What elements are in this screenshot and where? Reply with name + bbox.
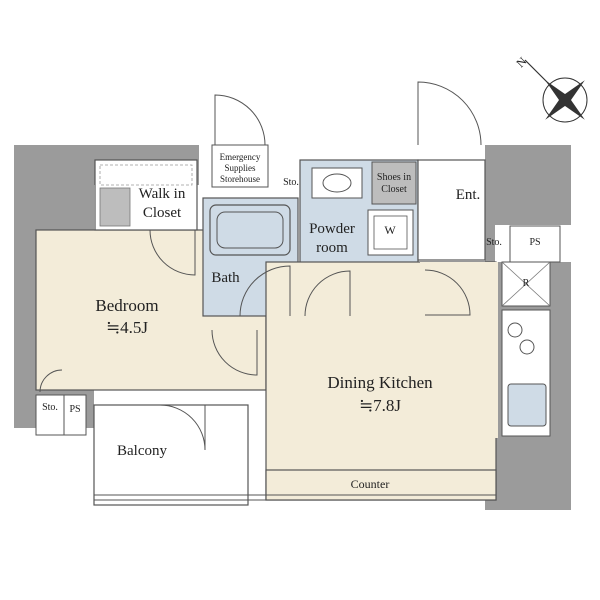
powder-room-line1: Powder bbox=[309, 221, 355, 237]
ps-box-entrance bbox=[509, 225, 561, 263]
bathtub bbox=[209, 204, 291, 256]
dining-kitchen-name: Dining Kitchen bbox=[327, 373, 433, 392]
powder-room-line2: room bbox=[316, 240, 348, 256]
ps-bedroom-label: PS bbox=[69, 404, 81, 415]
kitchen-sink bbox=[507, 383, 547, 427]
bedroom-name: Bedroom bbox=[95, 296, 159, 315]
sto-entrance-label: Sto. bbox=[486, 237, 502, 248]
ps-entrance-label: PS bbox=[529, 237, 541, 248]
emergency-line2: Supplies bbox=[224, 163, 256, 173]
refrigerator-label: R bbox=[522, 278, 530, 289]
walk-in-closet-line2: Closet bbox=[142, 205, 182, 221]
door-swings bbox=[39, 81, 482, 451]
counter-name: Counter bbox=[350, 477, 390, 491]
shoes-closet-line2: Closet bbox=[381, 184, 407, 195]
washer bbox=[367, 209, 414, 256]
dining-kitchen-area: ≒7.8J bbox=[358, 396, 402, 415]
walk-in-closet-line1: Walk in bbox=[138, 186, 186, 202]
emergency-line3: Storehouse bbox=[220, 174, 260, 184]
compass-rose-icon bbox=[524, 59, 588, 123]
washer-label: W bbox=[384, 223, 396, 237]
sto-bedroom-label: Sto. bbox=[42, 402, 58, 413]
bedroom-area: ≒4.5J bbox=[105, 318, 149, 337]
entrance-name: Ent. bbox=[455, 187, 481, 203]
balcony-floor bbox=[93, 404, 249, 506]
bath-name: Bath bbox=[211, 270, 240, 286]
emergency-storehouse bbox=[211, 144, 269, 188]
entrance-floor bbox=[417, 159, 486, 261]
shoes-closet-line1: Shoes in bbox=[376, 172, 412, 183]
bedroom-ps bbox=[63, 394, 87, 436]
balcony-name: Balcony bbox=[117, 443, 167, 459]
closet-shelf bbox=[99, 187, 131, 227]
shoes-closet bbox=[371, 161, 417, 205]
emergency-line1: Emergency bbox=[219, 152, 261, 162]
bedroom-storage bbox=[35, 394, 65, 436]
sto-bath-label: Sto. bbox=[283, 177, 299, 188]
